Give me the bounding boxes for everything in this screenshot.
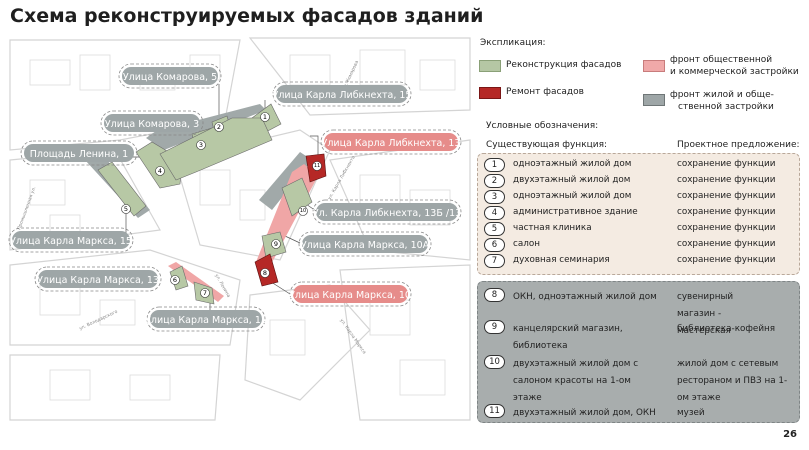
svg-text:Улица Карла Либкнехта, 13: Улица Карла Либкнехта, 13 xyxy=(322,138,461,149)
svg-text:Улица Карла Маркса, 10: Улица Карла Маркса, 10 xyxy=(289,290,411,301)
svg-text:Улица Комарова, 5: Улица Комарова, 5 xyxy=(123,72,217,83)
building-big-a xyxy=(159,117,273,181)
svg-text:2: 2 xyxy=(217,123,221,131)
marker-9: 9 xyxy=(271,239,281,249)
legend-residential-front: фронт жилой и обще- ственной застройки xyxy=(670,90,774,112)
svg-text:7: 7 xyxy=(203,289,207,297)
marker-badge-4: 4 xyxy=(484,206,505,220)
conventions-heading: Условные обозначения: xyxy=(486,121,599,131)
marker-badge-2: 2 xyxy=(484,174,505,188)
existing-functions-panel xyxy=(477,153,800,275)
label-marx13: Улица Карла Маркса, 13 xyxy=(34,266,162,292)
marker-6: 6 xyxy=(170,275,180,285)
swatch-reconstruction xyxy=(479,60,501,72)
label-marx10a: Улица Карла Маркса, 10А xyxy=(298,231,432,257)
map-labels: Улица Комарова, 5 Улица Карла Либкнехта,… xyxy=(8,63,462,332)
svg-text:4: 4 xyxy=(158,167,162,175)
label-marx15: Улица Карла Маркса, 15 xyxy=(8,227,134,253)
marker-badge-3: 3 xyxy=(484,190,505,204)
svg-text:5: 5 xyxy=(124,205,128,213)
marker-badge-6: 6 xyxy=(484,238,505,252)
existing-function-11: двухэтажный жилой дом, ОКН xyxy=(513,408,656,418)
legend-repair: Ремонт фасадов xyxy=(506,87,584,97)
marker-badge-5: 5 xyxy=(484,222,505,236)
marker-11: 11 xyxy=(312,161,322,171)
proposed-function-3: сохранение функции xyxy=(677,191,776,201)
marker-badge-7: 7 xyxy=(484,254,505,268)
existing-function-3: одноэтажный жилой дом xyxy=(513,191,632,201)
swatch-public-front xyxy=(643,60,665,72)
legend-heading: Экспликация: xyxy=(480,38,546,48)
label-marx11: Улица Карла Маркса, 11 xyxy=(145,306,267,332)
proposed-function-6: сохранение функции xyxy=(677,239,776,249)
proposed-function-7: сохранение функции xyxy=(677,255,776,265)
svg-text:Ул. Карла Либкнехта, 13Б /13: Ул. Карла Либкнехта, 13Б /13 xyxy=(313,208,461,219)
svg-text:Улица Карла Маркса, 15: Улица Карла Маркса, 15 xyxy=(10,236,132,247)
marker-5: 5 xyxy=(121,204,131,214)
marker-badge-11: 11 xyxy=(484,404,505,418)
changed-functions-panel xyxy=(477,281,800,423)
marker-badge-1: 1 xyxy=(484,158,505,172)
label-komarova3: Улица Комарова, 3 xyxy=(100,110,204,136)
marker-4: 4 xyxy=(155,166,165,176)
svg-text:1: 1 xyxy=(263,113,267,121)
proposed-function-2: сохранение функции xyxy=(677,175,776,185)
svg-text:3: 3 xyxy=(199,141,203,149)
proposed-function-10: жилой дом с сетевым рестораном и ПВЗ на … xyxy=(677,359,788,403)
svg-text:Улица Карла Маркса, 11: Улица Карла Маркса, 11 xyxy=(145,315,267,326)
existing-function-5: частная клиника xyxy=(513,223,592,233)
marker-3: 3 xyxy=(196,140,206,150)
proposed-function-11: музей xyxy=(677,408,705,418)
map-markers: 1 2 3 4 5 6 7 8 9 10 11 xyxy=(121,112,322,298)
svg-text:6: 6 xyxy=(173,276,177,284)
existing-function-6: салон xyxy=(513,239,540,249)
svg-text:8: 8 xyxy=(263,269,267,277)
proposed-function-5: сохранение функции xyxy=(677,223,776,233)
proposed-function-1: сохранение функции xyxy=(677,159,776,169)
marker-1: 1 xyxy=(260,112,270,122)
label-liebknecht13b: Ул. Карла Либкнехта, 13Б /13 xyxy=(312,199,462,225)
proposed-function-8: сувенирный магазин - мастерская xyxy=(677,292,734,336)
existing-function-4: административное здание xyxy=(513,207,638,217)
label-marx10: Улица Карла Маркса, 10 xyxy=(289,281,412,307)
marker-2: 2 xyxy=(214,122,224,132)
svg-text:11: 11 xyxy=(314,163,320,169)
svg-text:Улица Карла Маркса, 10А: Улица Карла Маркса, 10А xyxy=(301,240,430,251)
label-komarova5: Улица Комарова, 5 xyxy=(118,63,222,89)
marker-10: 10 xyxy=(298,206,308,216)
legend-reconstruction: Реконструкция фасадов xyxy=(506,60,622,70)
existing-function-7: духовная семинария xyxy=(513,255,610,265)
marker-badge-8: 8 xyxy=(484,288,505,302)
svg-text:Улица Карла Маркса, 13: Улица Карла Маркса, 13 xyxy=(37,275,159,286)
svg-text:Улица Карла Либкнехта, 15: Улица Карла Либкнехта, 15 xyxy=(273,90,412,101)
proposed-function-4: сохранение функции xyxy=(677,207,776,217)
label-lenin1: Площадь Ленина, 1 xyxy=(20,140,138,166)
proposed-function-9: библиотека-кофейня xyxy=(677,324,776,334)
page-number: 26 xyxy=(783,429,797,440)
label-liebknecht15: Улица Карла Либкнехта, 15 xyxy=(273,81,412,107)
existing-function-8: ОКН, одноэтажный жилой дом xyxy=(513,292,657,302)
marker-badge-9: 9 xyxy=(484,320,505,334)
label-liebknecht13: Улица Карла Либкнехта, 13 xyxy=(320,129,462,155)
existing-function-2: двухэтажный жилой дом xyxy=(513,175,631,185)
existing-function-10: двухэтажный жилой дом с салоном красоты … xyxy=(513,359,639,403)
swatch-residential-front xyxy=(643,94,665,106)
page-title: Схема реконструируемых фасадов зданий xyxy=(10,5,484,27)
legend-public-front: фронт общественной и коммерческой застро… xyxy=(670,55,799,77)
marker-8: 8 xyxy=(260,268,270,278)
svg-text:Улица Комарова, 3: Улица Комарова, 3 xyxy=(105,119,199,130)
svg-text:10: 10 xyxy=(300,208,306,214)
svg-text:9: 9 xyxy=(274,240,278,248)
existing-function-9: канцелярский магазин, библиотека xyxy=(513,324,623,351)
reconstruction-buildings xyxy=(97,103,313,305)
proposed-heading: Проектное предложение: xyxy=(677,140,800,150)
existing-function-1: одноэтажный жилой дом xyxy=(513,159,632,169)
existing-function-heading: Существующая функция: xyxy=(486,140,608,150)
marker-7: 7 xyxy=(200,288,210,298)
svg-text:Площадь Ленина, 1: Площадь Ленина, 1 xyxy=(30,149,128,160)
marker-badge-10: 10 xyxy=(484,355,505,369)
swatch-repair xyxy=(479,87,501,99)
